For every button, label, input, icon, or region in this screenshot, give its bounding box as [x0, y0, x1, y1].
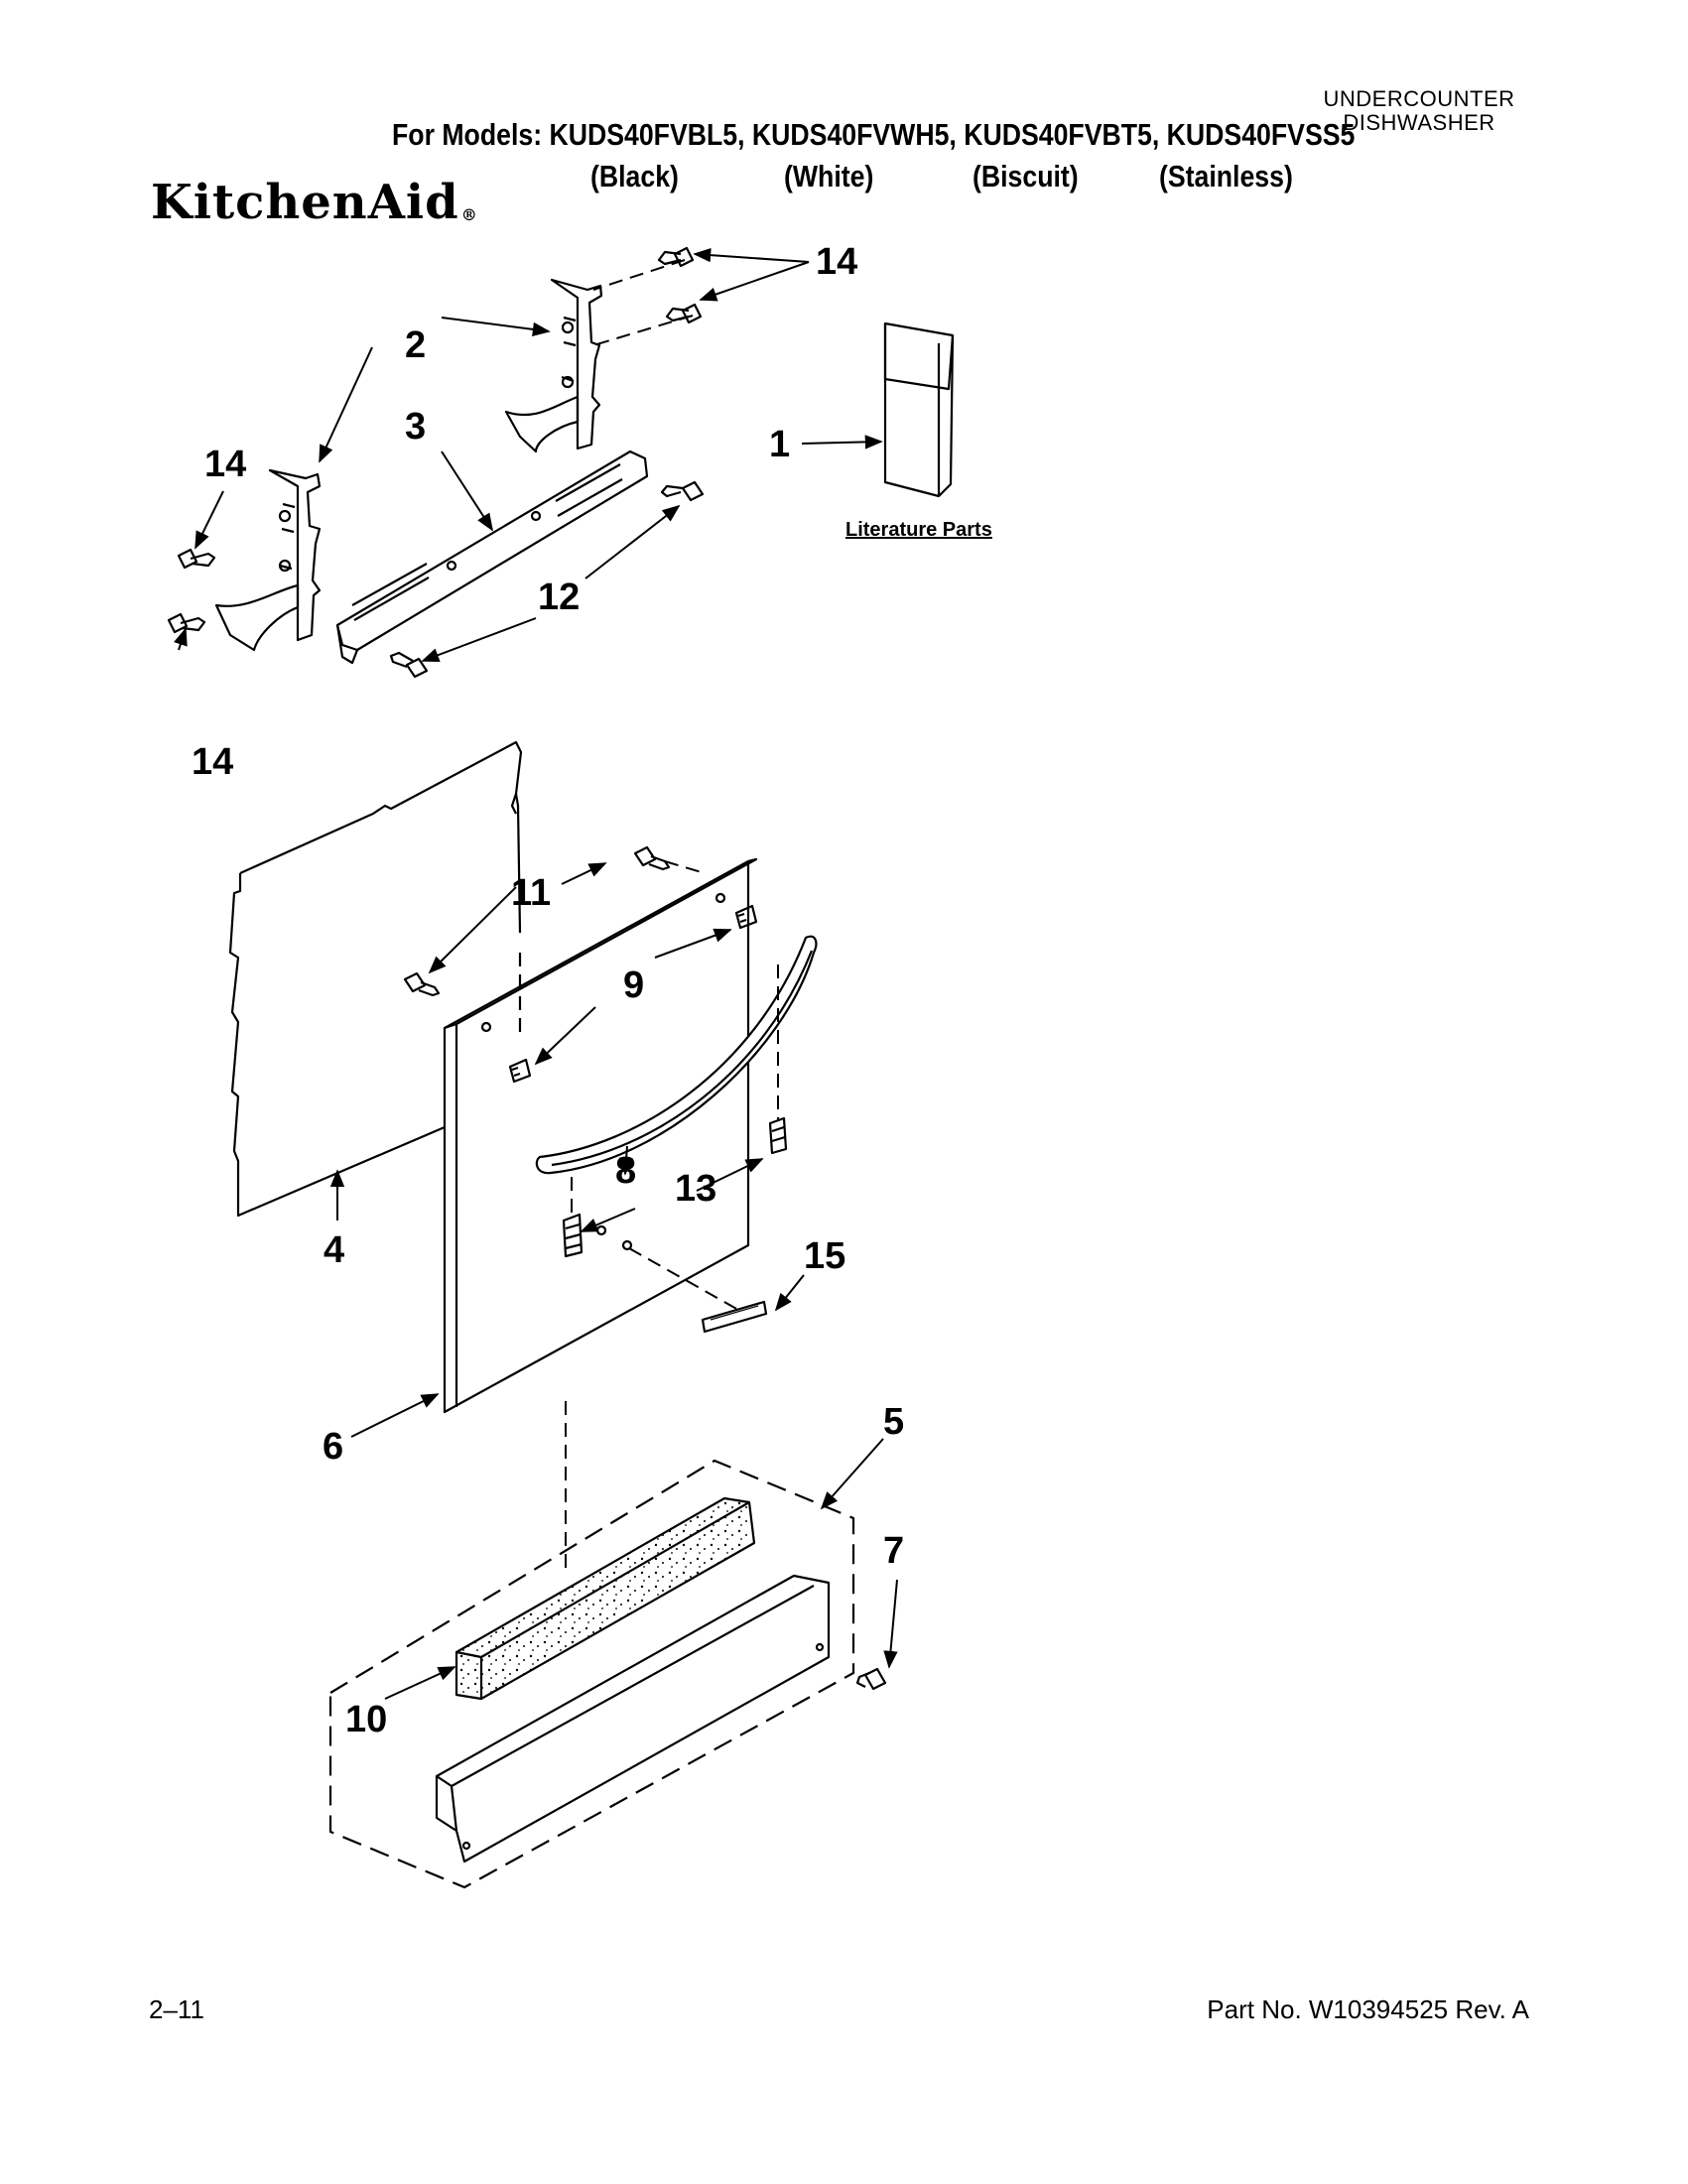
callout-14-top: 14 [816, 241, 857, 283]
callout-8: 8 [615, 1150, 636, 1192]
brand-logo: KitchenAid® [151, 175, 478, 230]
callout-6: 6 [323, 1426, 343, 1468]
assembly-guide-lines [565, 259, 779, 1568]
callout-14-left-upper: 14 [204, 444, 246, 485]
door-handle [535, 935, 818, 1175]
callout-12: 12 [538, 577, 580, 618]
brand-name: KitchenAid [151, 175, 459, 230]
toe-panel [435, 1574, 831, 1863]
outer-door-panel [228, 740, 523, 1218]
callout-numbers: 14 2 3 1 14 12 14 11 9 8 13 4 15 6 5 7 1… [192, 241, 904, 1740]
color-label-white: (White) [784, 159, 874, 193]
callout-10: 10 [345, 1699, 387, 1740]
category-line-1: UNDERCOUNTER [1323, 86, 1515, 111]
toe-panel-assembly-box [328, 1459, 855, 1889]
handle-spacer-left [508, 1058, 532, 1084]
category-line-2: DISHWASHER [1343, 110, 1495, 135]
screw-14-left-a [177, 548, 216, 570]
page-number: 2–11 [149, 1994, 204, 2024]
callout-4: 4 [324, 1229, 344, 1271]
screw-7 [855, 1667, 887, 1691]
part-number: Part No. W10394525 Rev. A [1207, 1994, 1529, 2024]
foam-insulation [454, 1496, 756, 1701]
left-mounting-bracket [214, 468, 322, 652]
callout-11: 11 [511, 872, 551, 914]
callout-13: 13 [675, 1168, 716, 1210]
right-mounting-bracket [504, 278, 603, 453]
inner-door-panel [443, 857, 758, 1414]
screw-12-right [660, 480, 705, 502]
leader-arrows [174, 247, 898, 1700]
screw-11-top [633, 845, 671, 871]
mounting-rail [335, 450, 649, 665]
callout-15: 15 [804, 1235, 845, 1277]
models-line: For Models: KUDS40FVBL5, KUDS40FVWH5, KU… [392, 117, 1356, 152]
nameplate-badge [701, 1300, 768, 1334]
handle-spacer-right [734, 904, 758, 930]
callout-3: 3 [405, 406, 426, 448]
callout-14-left-lower: 14 [192, 741, 233, 783]
screw-14-left-b [167, 612, 206, 634]
spring-13-left [562, 1213, 584, 1258]
callout-2: 2 [405, 324, 426, 366]
spring-13-right [768, 1116, 788, 1155]
color-label-black: (Black) [590, 159, 679, 193]
color-label-stainless: (Stainless) [1159, 159, 1293, 193]
screw-11-left [403, 971, 441, 997]
literature-parts-label: Literature Parts [845, 519, 992, 541]
color-label-biscuit: (Biscuit) [973, 159, 1079, 193]
callout-5: 5 [883, 1401, 904, 1443]
screw-12-bottom [389, 651, 429, 679]
document-category: UNDERCOUNTER DISHWASHER [1290, 87, 1548, 135]
literature-parts [883, 321, 955, 498]
callout-9: 9 [623, 964, 644, 1006]
callout-7: 7 [883, 1530, 904, 1572]
callout-1: 1 [769, 424, 790, 465]
registered-mark: ® [460, 205, 478, 224]
screw-14-top-b [665, 303, 703, 324]
